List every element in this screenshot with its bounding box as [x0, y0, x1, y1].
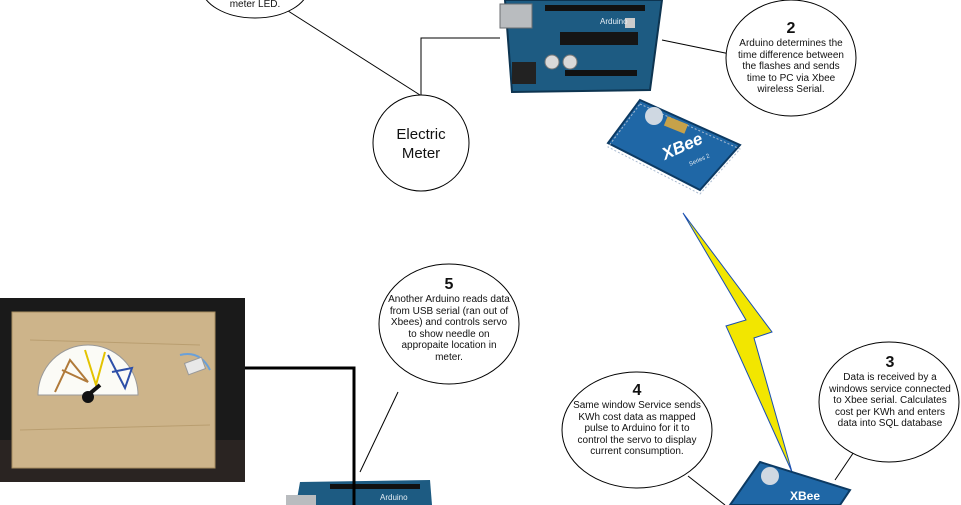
connector-step4-xbee: [687, 475, 726, 505]
step1-body: meter LED.: [229, 0, 281, 10]
step1-text: meter LED.: [215, 0, 295, 11]
step3-body: Data is received by a windows service co…: [829, 372, 951, 429]
step5-body: Another Arduino reads data from USB seri…: [388, 294, 510, 363]
step2-text: 2 Arduino determines the time difference…: [732, 20, 850, 96]
bubble-electric-meter: [372, 94, 470, 192]
step5-text: 5 Another Arduino reads data from USB se…: [388, 276, 510, 363]
arduino-top-brand-text: Arduino: [600, 17, 628, 26]
step5-number: 5: [444, 276, 454, 293]
usb-wire: [245, 366, 356, 505]
bubble-step3: [818, 341, 960, 463]
bubble-step2: [725, 0, 857, 117]
xbee-module-bottom-photo: XBee: [728, 460, 852, 505]
step4-body: Same window Service sends KWh cost data …: [573, 400, 701, 457]
analog-meter-photo: [0, 298, 245, 482]
connector-step5-arduino: [359, 391, 399, 473]
step3-number: 3: [885, 354, 895, 371]
meter-label-line1: Electric: [396, 126, 446, 143]
arduino-board-bottom-photo: Arduino: [286, 480, 432, 505]
arduino-bottom-brand-text: Arduino: [380, 493, 408, 502]
connector-arduino-step2: [661, 39, 731, 55]
bubble-step1: [205, 0, 305, 19]
xbee-bottom-brand-text: XBee: [790, 489, 820, 503]
xbee-module-top-photo: XBee Series 2: [606, 98, 742, 195]
step2-body: Arduino determines the time difference b…: [738, 38, 844, 95]
bubble-step4: [561, 371, 713, 489]
step2-number: 2: [786, 20, 796, 37]
connector-step1-meter: [284, 8, 421, 96]
electric-meter-label: Electric Meter: [381, 125, 461, 163]
step3-text: 3 Data is received by a windows service …: [826, 354, 954, 430]
step4-text: 4 Same window Service sends KWh cost dat…: [572, 382, 702, 458]
meter-label-line2: Meter: [401, 145, 441, 162]
connector-meter-arduino: [420, 37, 500, 95]
step4-number: 4: [632, 382, 642, 399]
arduino-board-top-photo: Arduino: [499, 0, 664, 94]
bubble-step5: [378, 263, 520, 385]
